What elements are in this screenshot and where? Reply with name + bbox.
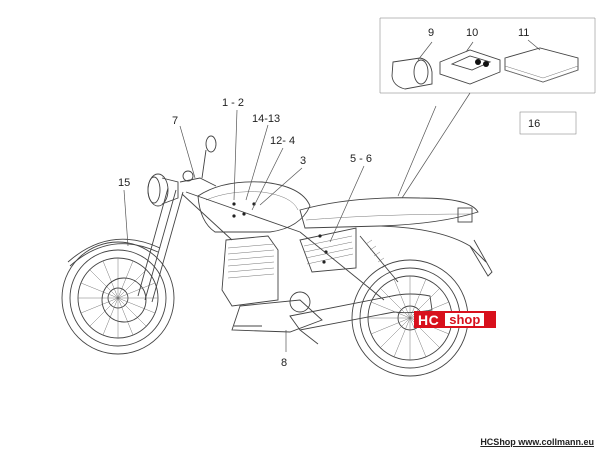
callout-7: 7 xyxy=(172,115,178,127)
toolkit-part xyxy=(439,41,501,85)
hcshop-watermark-logo: HC shop xyxy=(414,311,496,328)
footer-credit[interactable]: HCShop www.collmann.eu xyxy=(480,437,594,447)
rear-shock xyxy=(359,235,399,283)
logo-hc-text: HC xyxy=(418,311,440,328)
motorcycle-drawing xyxy=(61,135,493,377)
callout-16: 16 xyxy=(528,118,540,130)
accessory-inset xyxy=(379,17,596,94)
callout-labels: 9 10 11 16 1 - 2 14-13 12- 4 3 5 - 6 7 1… xyxy=(118,27,540,369)
frame-tubes xyxy=(181,191,385,301)
fuel-tank xyxy=(197,181,311,233)
callout-9: 9 xyxy=(428,27,434,39)
callout-15: 15 xyxy=(118,177,130,189)
leader-lines xyxy=(123,92,471,352)
exhaust xyxy=(289,293,433,331)
part-16-box xyxy=(519,111,577,135)
callout-5-6: 5 - 6 xyxy=(350,153,372,165)
callout-11: 11 xyxy=(518,27,529,39)
front-wheel xyxy=(61,238,175,355)
seat xyxy=(299,197,479,229)
pouch-part xyxy=(391,41,433,90)
callout-3: 3 xyxy=(300,155,306,167)
footpeg xyxy=(234,325,319,345)
callout-8: 8 xyxy=(281,357,287,369)
manual-part xyxy=(504,39,579,83)
callout-14-13: 14-13 xyxy=(252,113,280,125)
front-fork xyxy=(137,187,184,303)
callout-1-2: 1 - 2 xyxy=(222,97,244,109)
callout-10: 10 xyxy=(466,27,478,39)
side-panel xyxy=(299,227,357,273)
callout-12-4: 12- 4 xyxy=(270,135,295,147)
handlebar-mirror xyxy=(179,135,217,187)
engine xyxy=(221,235,323,333)
headlight xyxy=(147,173,179,207)
rear-frame xyxy=(379,207,493,277)
logo-shop-text: shop xyxy=(445,313,485,326)
